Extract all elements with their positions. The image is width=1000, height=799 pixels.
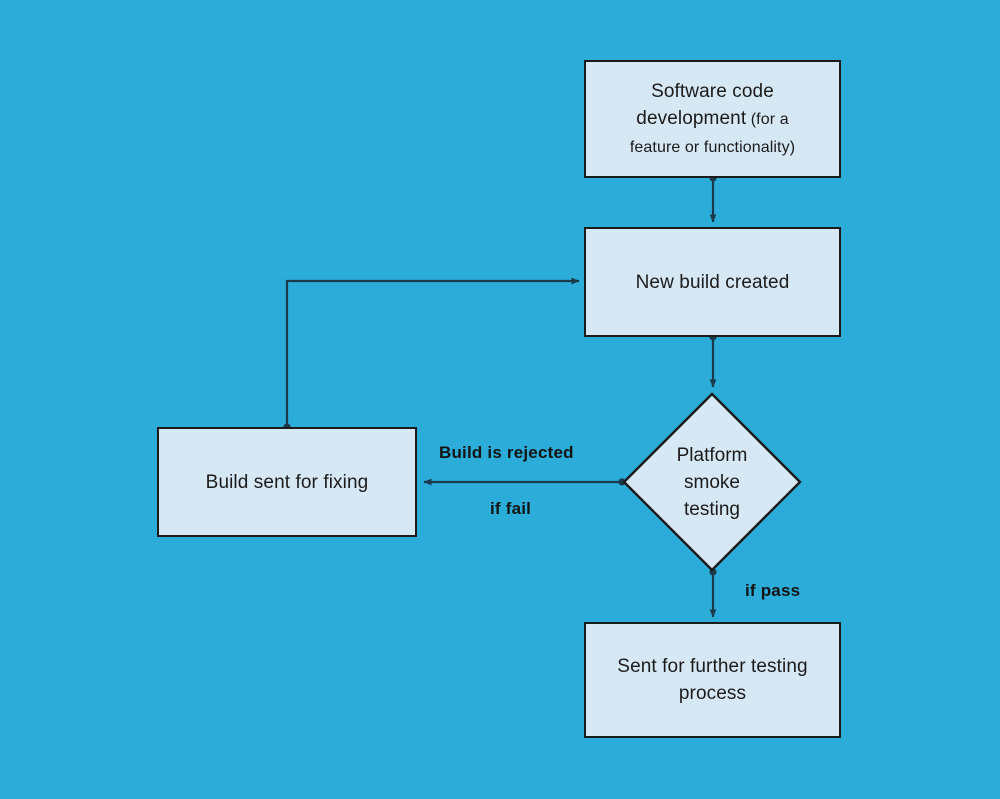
- code-dev-line2: development: [636, 107, 747, 129]
- node-build-sent-for-fixing[interactable]: Build sent for fixing: [157, 427, 417, 537]
- node-new-build-created[interactable]: New build created: [584, 227, 841, 337]
- edge-label-build-is-rejected: Build is rejected: [439, 443, 574, 462]
- decision-line1: Platform: [676, 444, 748, 466]
- node-build-sent-for-fixing-label: Build sent for fixing: [205, 471, 369, 493]
- node-sent-for-further-testing[interactable]: Sent for further testing process: [584, 622, 841, 738]
- decision-diamond-shape: [622, 392, 802, 572]
- node-sent-for-further-testing-label: Sent for further testing process: [607, 653, 817, 707]
- code-dev-line3: feature or functionality): [629, 138, 796, 156]
- further-testing-line2: process: [678, 683, 747, 704]
- edge-code-to-build: [709, 174, 717, 223]
- edge-decision-to-further-testing: [709, 568, 717, 618]
- node-platform-smoke-testing[interactable]: Platform smoke testing: [622, 392, 802, 572]
- edge-fixing-to-new-build: [283, 277, 580, 431]
- edge-build-to-decision: [709, 333, 717, 388]
- further-testing-line1: Sent for further testing: [617, 656, 808, 677]
- edge-label-if-fail: if fail: [490, 499, 532, 518]
- edge-label-if-pass: if pass: [745, 581, 801, 600]
- edge-decision-to-fixing: [423, 478, 626, 486]
- node-software-code-development-label: Software code development (for a feature…: [620, 78, 805, 161]
- code-dev-paren-start: (for a: [746, 110, 789, 128]
- node-software-code-development[interactable]: Software code development (for a feature…: [584, 60, 841, 178]
- node-new-build-created-label: New build created: [635, 271, 790, 293]
- code-dev-line1: Software code: [651, 80, 774, 102]
- decision-line3: testing: [684, 498, 740, 520]
- decision-line2: smoke: [684, 471, 740, 493]
- node-platform-smoke-testing-label: Platform smoke testing: [622, 392, 802, 572]
